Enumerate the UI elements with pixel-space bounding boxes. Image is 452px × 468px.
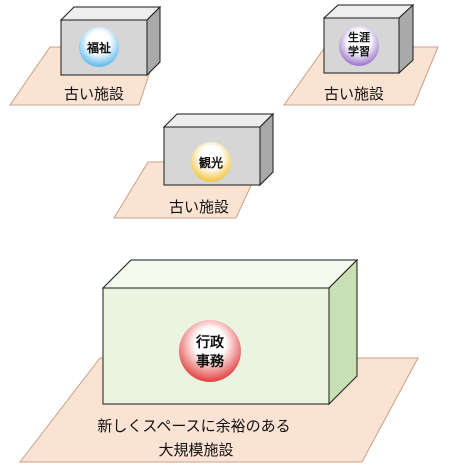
facility-administration: 行政 事務 新しくスペースに余裕のある 大規模施設 — [18, 258, 419, 463]
facility-tourism: 観光 古い施設 — [113, 112, 275, 219]
caption-lifelong-learning: 古い施設 — [324, 85, 384, 103]
badge-tourism-circle — [191, 142, 231, 182]
building-welfare-top — [59, 6, 162, 21]
badge-welfare-circle — [79, 27, 119, 67]
caption-administration-line1: 新しくスペースに余裕のある — [97, 417, 290, 435]
building-administration-top — [101, 259, 359, 289]
building-tourism-top — [162, 113, 275, 128]
badge-administration-line2: 事務 — [196, 353, 225, 370]
badge-welfare: 福祉 — [79, 27, 119, 67]
badge-lifelong-learning-circle — [339, 26, 379, 66]
badge-welfare-text: 福祉 — [86, 40, 111, 55]
badge-lifelong-learning-line1: 生涯 — [348, 30, 370, 44]
badge-administration-line1: 行政 — [195, 334, 225, 351]
caption-administration-line2: 大規模施設 — [158, 441, 233, 459]
caption-tourism: 古い施設 — [169, 198, 229, 216]
facility-lifelong-learning: 生涯 学習 古い施設 — [283, 3, 439, 106]
caption-welfare: 古い施設 — [64, 85, 124, 103]
building-tourism-side — [259, 112, 274, 187]
facility-welfare: 福祉 古い施設 — [9, 5, 162, 106]
badge-administration: 行政 事務 — [179, 320, 241, 382]
badge-lifelong-learning: 生涯 学習 — [339, 26, 379, 66]
building-administration — [101, 258, 359, 406]
badge-lifelong-learning-line2: 学習 — [348, 44, 370, 58]
building-lifelong-learning-top — [322, 4, 415, 19]
badge-administration-circle — [179, 320, 241, 382]
badge-tourism-text: 観光 — [199, 155, 223, 170]
badge-tourism: 観光 — [191, 142, 231, 182]
